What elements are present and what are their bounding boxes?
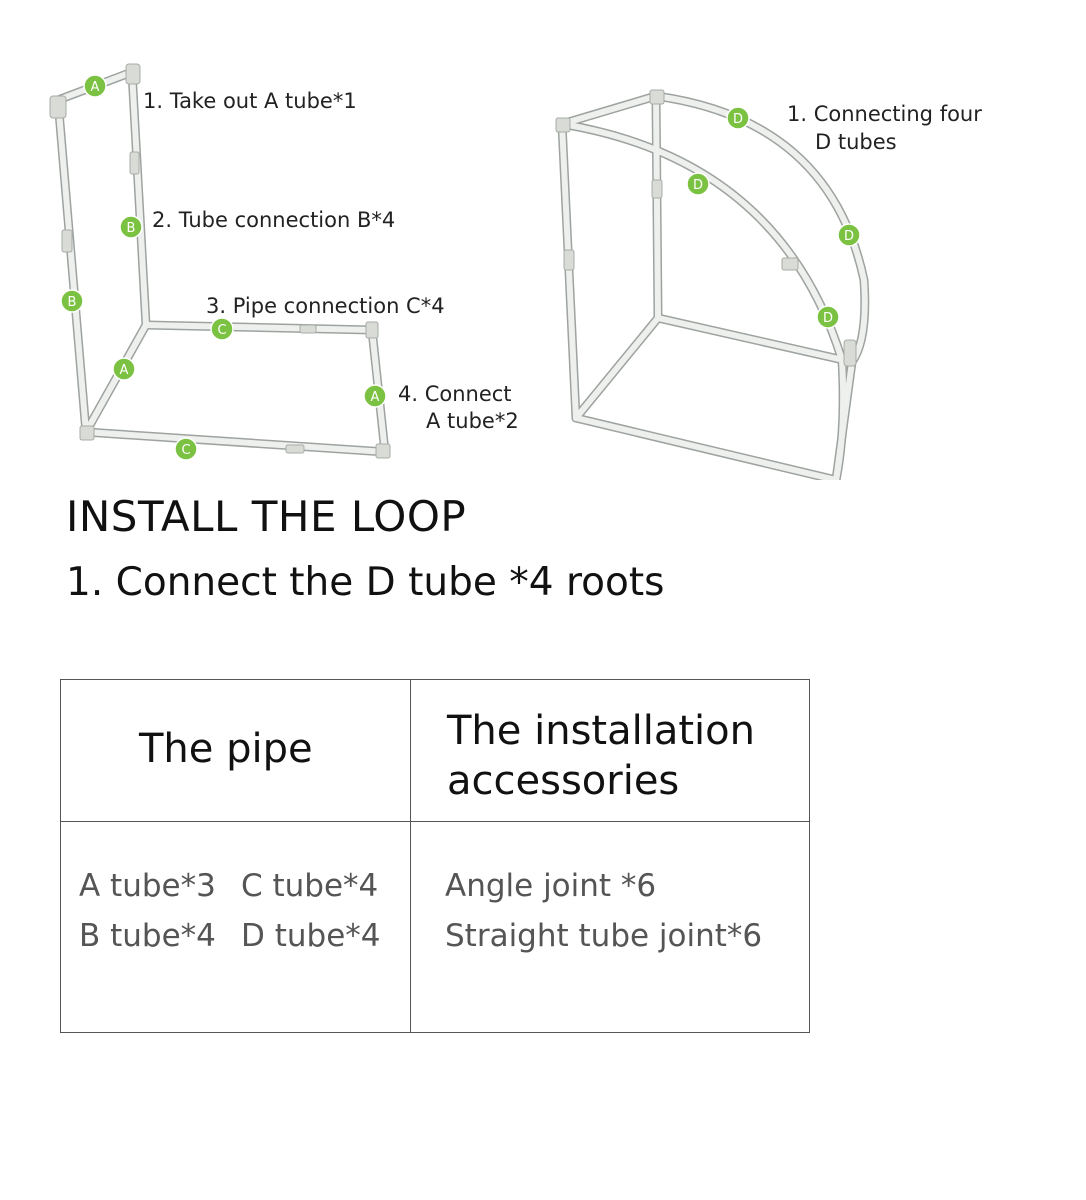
badge-d-4: D xyxy=(816,305,840,329)
accessory-item-straight-joint: Straight tube joint*6 xyxy=(445,918,763,954)
svg-text:A: A xyxy=(371,390,380,405)
badge-b-left: B xyxy=(60,289,84,313)
parts-table: The pipe The installation accessories A … xyxy=(60,679,810,1033)
accessories-header-line2: accessories xyxy=(447,758,680,804)
pipe-column-header: The pipe xyxy=(139,726,313,772)
badge-d-2: D xyxy=(686,172,710,196)
badge-d-1: D xyxy=(726,106,750,130)
pipe-item-a: A tube*3 xyxy=(79,868,216,904)
svg-text:C: C xyxy=(181,443,190,458)
svg-text:A: A xyxy=(91,80,100,95)
left-step1-caption: 1. Take out A tube*1 xyxy=(143,89,357,113)
badge-d-3: D xyxy=(837,223,861,247)
badge-c-bottom: C xyxy=(174,437,198,461)
pipe-item-d: D tube*4 xyxy=(241,918,381,954)
table-divider-horizontal xyxy=(61,821,809,822)
left-step2-caption: 2. Tube connection B*4 xyxy=(152,208,395,232)
svg-text:D: D xyxy=(823,311,833,326)
badge-a-left: A xyxy=(112,357,136,381)
svg-text:B: B xyxy=(127,221,136,236)
table-divider-vertical xyxy=(410,680,411,1032)
pipe-item-c: C tube*4 xyxy=(241,868,379,904)
section-heading: INSTALL THE LOOP xyxy=(66,492,467,541)
left-step3-caption: 3. Pipe connection C*4 xyxy=(206,294,445,318)
accessories-header-line1: The installation xyxy=(447,708,755,754)
assembly-illustrations: A B B C A A C D D D D 1. Take out A tube… xyxy=(49,63,982,480)
badge-b-right: B xyxy=(119,215,143,239)
accessories-column-header: The installation accessories xyxy=(447,706,755,806)
badge-a-top: A xyxy=(83,74,107,98)
badge-c-top: C xyxy=(210,317,234,341)
accessory-item-angle-joint: Angle joint *6 xyxy=(445,868,657,904)
svg-text:B: B xyxy=(68,295,77,310)
step-subheading: 1. Connect the D tube *4 roots xyxy=(66,560,665,605)
svg-text:C: C xyxy=(217,323,226,338)
svg-text:D: D xyxy=(733,112,743,127)
left-step4-caption-line1: 4. Connect xyxy=(398,382,512,406)
left-frame-illustration xyxy=(49,63,391,459)
right-step1-caption-line1: 1. Connecting four xyxy=(787,102,982,126)
svg-text:D: D xyxy=(693,178,703,193)
svg-text:D: D xyxy=(844,229,854,244)
pipe-item-b: B tube*4 xyxy=(79,918,216,954)
right-step1-caption-line2: D tubes xyxy=(815,130,897,154)
badge-a-right: A xyxy=(363,384,387,408)
svg-text:A: A xyxy=(120,363,129,378)
left-step4-caption-line2: A tube*2 xyxy=(426,409,519,433)
